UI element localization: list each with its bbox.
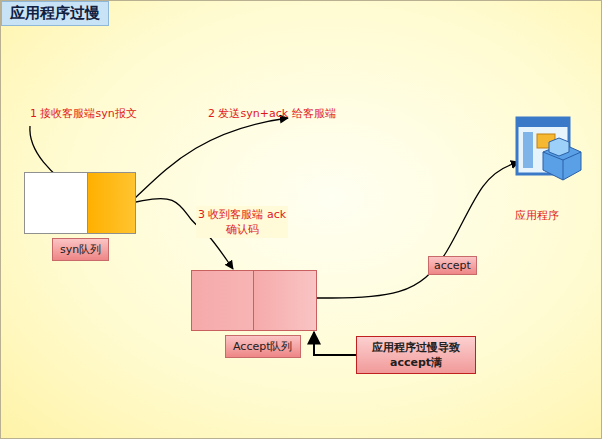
syn-queue: syn队列 <box>24 172 136 264</box>
connector <box>317 162 519 298</box>
connector <box>314 332 356 355</box>
edge-tag: accept <box>428 256 477 275</box>
synack-out-arrow <box>135 118 288 198</box>
step-label: 1 接收客服端syn报文 <box>30 106 137 121</box>
queue-box <box>191 270 317 331</box>
step-label: 2 发送syn+ack 给客服端 <box>208 106 336 121</box>
queue-label: syn队列 <box>52 238 109 261</box>
queue-box <box>24 172 136 234</box>
title: 应用程序过慢 <box>1 1 109 26</box>
application: 应用程序 <box>505 112 585 230</box>
accept-queue: Accept队列 <box>191 270 318 356</box>
queue-label: Accept队列 <box>225 335 301 358</box>
note-box: 应用程序过慢导致 accept满 <box>356 336 476 374</box>
application-label: 应用程序 <box>515 208 559 223</box>
edge-label: 3 收到客服端 ack确认码 <box>196 206 288 238</box>
application-icon <box>513 112 583 184</box>
note-text: 应用程序过慢导致 accept满 <box>363 340 469 370</box>
